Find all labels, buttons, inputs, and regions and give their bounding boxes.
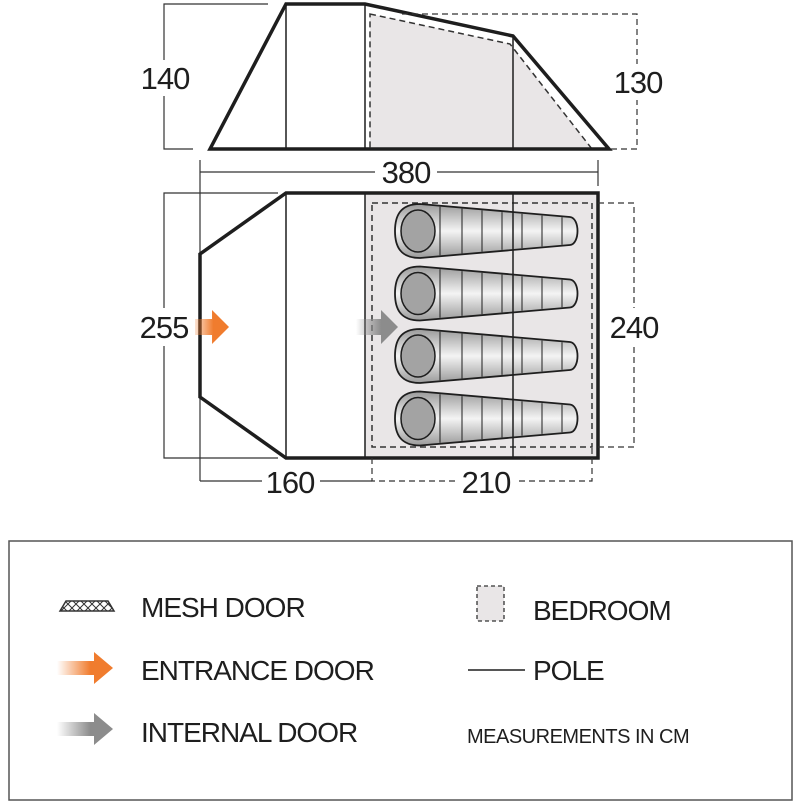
sleeping-bag-hood xyxy=(400,334,436,378)
dimension-label-porch-length: 160 xyxy=(266,465,315,500)
sleeping-bag-icon xyxy=(394,203,579,259)
sleeping-bag-icon xyxy=(394,390,579,447)
sleeping-bag-hood xyxy=(400,209,436,253)
legend-mesh-door: MESH DOOR xyxy=(141,592,305,623)
dimension-label-height-front: 140 xyxy=(141,61,190,96)
legend-entrance-door: ENTRANCE DOOR xyxy=(141,655,374,686)
dimension-label-width-bedroom: 240 xyxy=(610,310,659,345)
dimension-label-height-rear: 130 xyxy=(614,65,663,100)
side-view: 140 130 380 xyxy=(141,2,668,481)
sleeping-bags xyxy=(394,203,579,447)
sleeping-bag-icon xyxy=(394,265,579,322)
entrance-door-arrow-icon xyxy=(190,310,229,344)
legend-bedroom: BEDROOM xyxy=(533,595,671,626)
legend-pole: POLE xyxy=(533,655,604,686)
sleeping-bag-hood xyxy=(400,396,436,441)
internal-door-arrow-icon xyxy=(356,310,398,344)
legend: MESH DOOR ENTRANCE DOOR INTERNAL DOOR BE… xyxy=(8,540,793,801)
entrance-door-legend-icon xyxy=(57,652,113,684)
legend-measurements-note: MEASUREMENTS IN CM xyxy=(467,726,689,748)
bedroom-legend-icon xyxy=(476,585,505,622)
sleeping-bag-icon xyxy=(394,328,579,384)
sleeping-bag-hood xyxy=(400,271,436,316)
dimension-label-bedroom-length: 210 xyxy=(462,465,511,500)
dimension-label-length: 380 xyxy=(382,155,431,190)
tent-side-outline xyxy=(207,2,613,151)
bedroom-side-area xyxy=(369,13,594,150)
dimension-label-width-front: 255 xyxy=(140,310,189,345)
mesh-door-icon xyxy=(58,600,116,612)
internal-door-legend-icon xyxy=(57,713,113,745)
legend-box xyxy=(8,540,793,801)
floor-plan: 255 240 160 210 xyxy=(135,191,666,500)
legend-internal-door: INTERNAL DOOR xyxy=(141,717,357,748)
